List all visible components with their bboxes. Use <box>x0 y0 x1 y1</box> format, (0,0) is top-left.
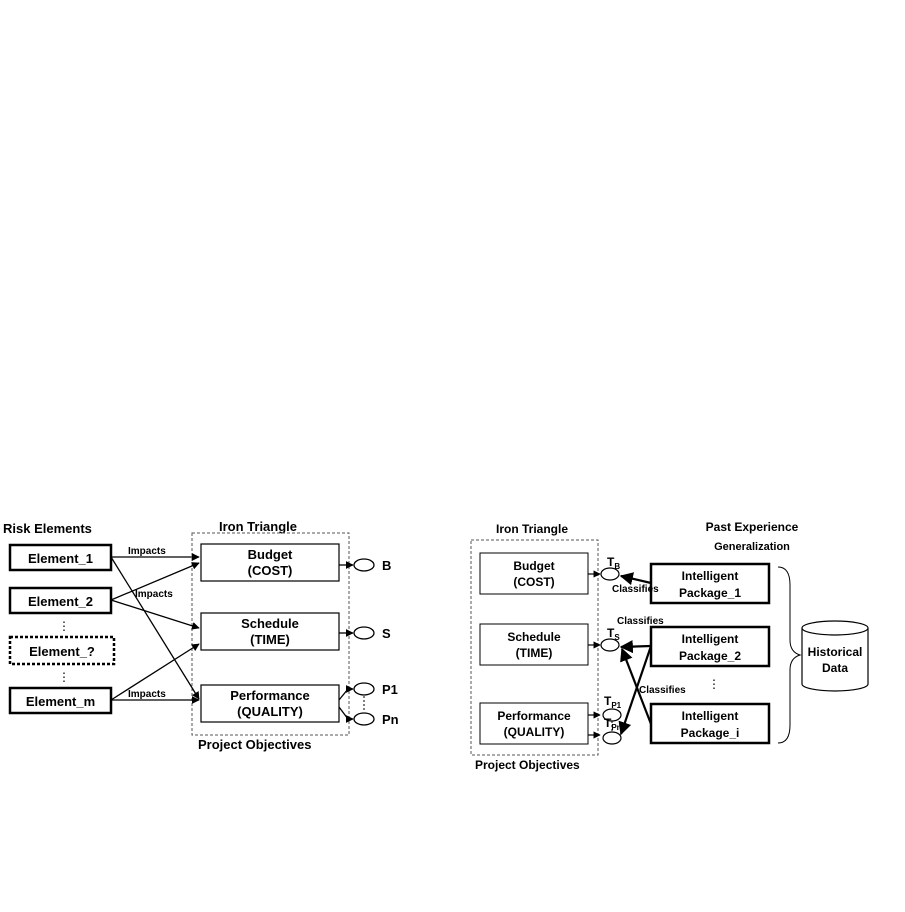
past-experience-label: Past Experience <box>706 520 799 534</box>
vertical-ellipsis: ⋮ <box>58 619 70 633</box>
risk-element-label: Element_m <box>26 694 95 709</box>
cost-label: (COST) <box>248 563 293 578</box>
vertical-ellipsis: ⋮ <box>708 677 720 691</box>
historical-label: Historical <box>808 645 863 659</box>
output-label-p1: P1 <box>382 682 398 697</box>
performance-label: Performance <box>230 688 309 703</box>
risk-element-label: Element_? <box>29 644 95 659</box>
package-label-line2: Package_1 <box>679 586 741 600</box>
package-label-line1: Intelligent <box>682 632 739 646</box>
output-node-s <box>353 626 375 640</box>
output-node-b <box>353 558 375 572</box>
left-diagram: Risk Elements Iron Triangle Project Obje… <box>3 519 399 752</box>
generalization-label: Generalization <box>714 541 790 553</box>
quality-label: (QUALITY) <box>237 704 303 719</box>
t-node-b <box>600 567 620 581</box>
t-node-s <box>600 638 620 652</box>
output-connectors <box>338 561 354 723</box>
schedule-box: Schedule (TIME) <box>479 623 589 666</box>
output-node-pn <box>353 712 375 726</box>
project-objectives-label: Project Objectives <box>198 737 311 752</box>
performance-box: Performance (QUALITY) <box>200 684 340 723</box>
performance-label: Performance <box>497 709 571 723</box>
budget-label: Budget <box>513 559 554 573</box>
package-label-line2: Package_2 <box>679 649 741 663</box>
schedule-label: Schedule <box>507 630 561 644</box>
vertical-ellipsis: ⋮ <box>58 670 70 684</box>
risk-element-label: Element_2 <box>28 594 93 609</box>
right-diagram: Iron Triangle Past Experience Generaliza… <box>470 520 869 772</box>
cost-label: (COST) <box>513 575 554 589</box>
output-label-s: S <box>382 626 391 641</box>
impacts-label: Impacts <box>128 689 166 700</box>
output-node-p1 <box>353 682 375 696</box>
package-label-line1: Intelligent <box>682 569 739 583</box>
package-label-line1: Intelligent <box>682 709 739 723</box>
t-label-pn: TPn <box>604 716 622 732</box>
performance-box: Performance (QUALITY) <box>479 702 589 745</box>
iron-triangle-container <box>470 539 599 756</box>
intelligent-package-2: Intelligent Package_2 <box>649 625 771 668</box>
impacts-label: Impacts <box>128 546 166 557</box>
iron-triangle-title: Iron Triangle <box>219 519 297 534</box>
t-node-pn <box>602 731 622 745</box>
risk-element-m: Element_m <box>8 686 113 715</box>
schedule-label: Schedule <box>241 616 299 631</box>
time-label: (TIME) <box>516 646 553 660</box>
classifies-label: Classifies <box>612 584 659 595</box>
package-label-line2: Package_i <box>681 726 740 740</box>
quality-label: (QUALITY) <box>504 725 565 739</box>
project-objectives-label: Project Objectives <box>475 758 580 772</box>
objective-connectors <box>588 570 601 739</box>
impact-arrows <box>110 553 200 704</box>
t-label-s: TS <box>607 626 620 642</box>
impacts-label: Impacts <box>135 589 173 600</box>
output-label-pn: Pn <box>382 712 399 727</box>
t-label-b: TB <box>607 555 620 571</box>
budget-label: Budget <box>248 547 293 562</box>
risk-elements-title: Risk Elements <box>3 521 92 536</box>
time-label: (TIME) <box>250 632 290 647</box>
schedule-box: Schedule (TIME) <box>200 612 340 651</box>
output-label-b: B <box>382 558 391 573</box>
intelligent-package-i: Intelligent Package_i <box>649 702 771 745</box>
classifies-arrows <box>618 572 653 736</box>
risk-element-unknown: Element_? <box>8 635 116 666</box>
budget-box: Budget (COST) <box>479 552 589 595</box>
risk-element-1: Element_1 <box>8 543 113 572</box>
classifies-label: Classifies <box>617 616 664 627</box>
iron-triangle-title: Iron Triangle <box>496 522 568 536</box>
historical-data-cylinder: Historical Data <box>801 620 869 692</box>
t-label-p1: TP1 <box>604 694 622 710</box>
data-label: Data <box>822 661 848 675</box>
grouping-brace <box>777 566 802 744</box>
risk-element-2: Element_2 <box>8 586 113 615</box>
classifies-label: Classifies <box>639 685 686 696</box>
intelligent-package-1: Intelligent Package_1 <box>649 562 771 605</box>
budget-box: Budget (COST) <box>200 543 340 582</box>
risk-element-label: Element_1 <box>28 551 93 566</box>
